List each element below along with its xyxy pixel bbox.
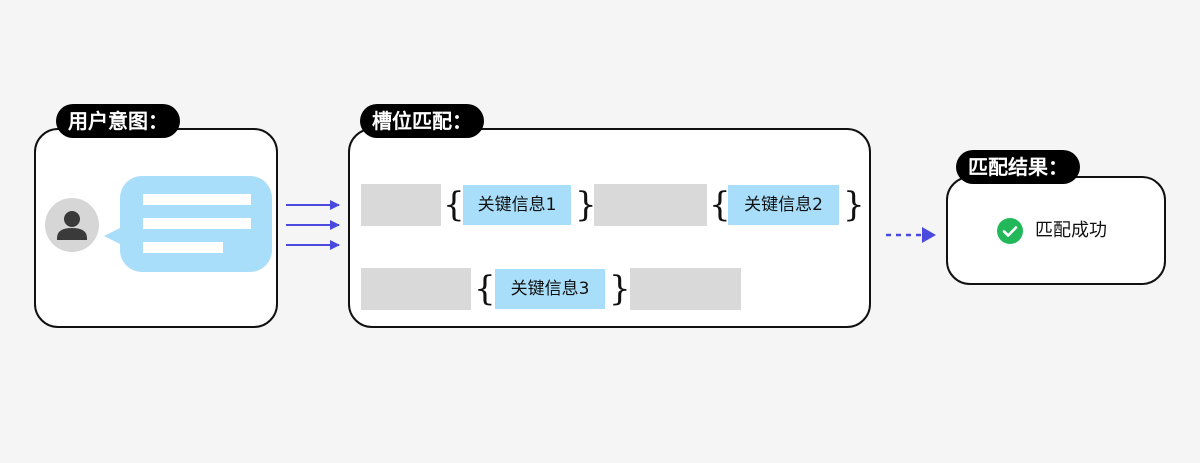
match-result-panel: [946, 176, 1166, 285]
brace-open-1: {: [443, 185, 465, 225]
chat-line-3: [143, 242, 223, 253]
brace-open-2: {: [709, 185, 731, 225]
match-result-label: 匹配结果：: [956, 150, 1080, 184]
text-placeholder-2: [594, 184, 707, 226]
brace-open-3: {: [474, 269, 496, 309]
chat-bubble-tail: [104, 226, 124, 246]
chat-line-1: [143, 194, 251, 205]
brace-close-2: }: [843, 185, 865, 225]
key-info-2: 关键信息2: [728, 185, 839, 225]
check-circle-icon: [997, 218, 1023, 244]
key-info-3: 关键信息3: [495, 269, 605, 309]
user-avatar-icon: [45, 198, 99, 252]
text-placeholder-4: [630, 268, 741, 310]
slot-to-result-arrow: [886, 227, 936, 243]
key-info-1: 关键信息1: [463, 185, 571, 225]
intent-to-slot-arrows: [286, 200, 340, 250]
match-result-text: 匹配成功: [1035, 220, 1107, 241]
text-placeholder-1: [361, 184, 441, 226]
brace-close-3: }: [609, 269, 631, 309]
chat-bubble-icon: [120, 176, 272, 272]
user-intent-label: 用户意图：: [56, 104, 180, 138]
chat-line-2: [143, 218, 251, 229]
text-placeholder-3: [361, 268, 471, 310]
brace-close-1: }: [575, 185, 597, 225]
slot-matching-label: 槽位匹配：: [360, 104, 484, 138]
